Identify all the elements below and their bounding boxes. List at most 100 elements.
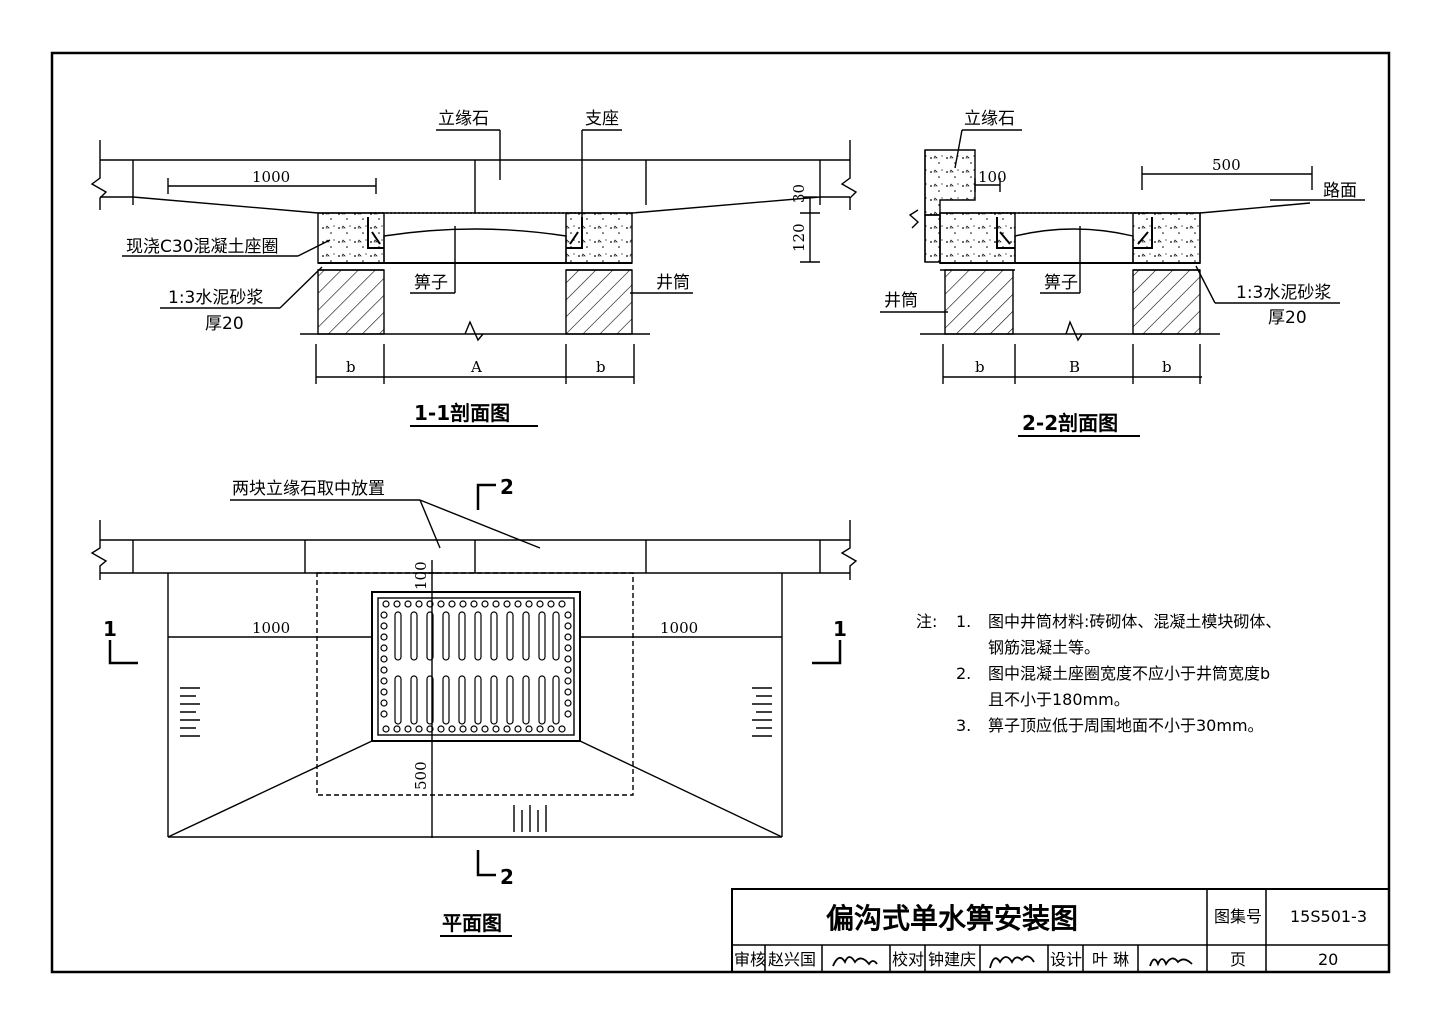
grate-hole [564,666,572,674]
grate-slot [538,611,546,661]
dim-b-left-1: b [346,358,356,376]
atlas-label: 图集号 [1214,907,1262,926]
design-name: 叶 琳 [1092,950,1129,969]
grate-slot [410,611,418,661]
design-label: 设计 [1050,950,1082,969]
dim-1000-plan-left: 1000 [252,619,290,637]
signature-design [1149,957,1193,967]
dim-b-right-2: b [1162,358,1172,376]
grate-hole [564,699,572,707]
signature-check [989,955,1035,969]
note-3-line-1: 箅子顶应低于周围地面不小于30mm。 [988,716,1264,735]
review-name: 赵兴国 [768,950,816,969]
check-label: 校对 [892,950,924,969]
sheet-border [50,51,1391,974]
label-mortar-thickness-2: 厚20 [1268,308,1307,328]
title-section-1-1: 1-1剖面图 [414,401,510,425]
grate-hole [492,725,500,733]
grate-slot [426,675,434,725]
note-2-num: 2. [956,664,971,683]
grate-hole [459,600,467,608]
grate-hole [380,611,388,619]
label-mortar-2: 1:3水泥砂浆 [1236,283,1331,303]
grate-hole [503,600,511,608]
grate-hole [380,677,388,685]
grate-slot [426,611,434,661]
signature-review [832,956,878,967]
label-two-curbs: 两块立缘石取中放置 [232,479,385,499]
note-2-line-1: 图中混凝土座圈宽度不应小于井筒宽度b [988,664,1270,683]
grate-hole [564,622,572,630]
grate-hole [382,725,390,733]
dim-b-left-2: b [975,358,985,376]
plan-view [90,483,858,937]
section-2-2 [880,129,1365,437]
grate-hole [380,622,388,630]
label-curb-1: 立缘石 [438,109,489,129]
note-1-line-2: 钢筋混凝土等。 [988,638,1100,657]
grate-hole [380,633,388,641]
label-grate-1: 箅子 [414,273,448,293]
grate-slot [442,675,450,725]
grate-slot [490,611,498,661]
cut-label-2-bottom: 2 [500,865,514,889]
title-block-text: 偏沟式单水箅安装图 图集号 15S501-3 审核 赵兴国 校对 钟建庆 设计 … [734,902,1367,969]
cut-label-1-left: 1 [103,617,117,641]
note-2-line-2: 且不小于180mm。 [988,690,1130,709]
grate-hole [404,725,412,733]
grate-hole [558,725,566,733]
label-concrete-ring: 现浇C30混凝土座圈 [126,237,279,257]
grate-hole [514,725,522,733]
note-3-num: 3. [956,716,971,735]
grate-slot [552,675,560,725]
dim-1000-sec1: 1000 [252,168,290,186]
grate-slot [458,675,466,725]
grate-hole [492,600,500,608]
grate-slot [410,675,418,725]
grate-slot [458,611,466,661]
grate-hole [426,725,434,733]
dim-1000-plan-right: 1000 [660,619,698,637]
grate-hole [525,600,533,608]
grate-slot [506,675,514,725]
review-label: 审核 [734,950,766,969]
grate-hole [558,600,566,608]
plan-view-text: 两块立缘石取中放置 2 2 1 1 1000 1000 100 500 平面图 [103,475,847,935]
dim-B: B [1069,358,1080,376]
dim-30: 30 [790,184,808,203]
grate-hole [470,600,478,608]
section-1-1-text: 立缘石 支座 1000 30 120 现浇C30混凝土座圈 1:3水泥砂浆 厚2… [126,109,808,425]
label-curb-2: 立缘石 [964,109,1015,129]
grate-hole [448,725,456,733]
grate-hole [393,725,401,733]
grate-pattern [380,600,572,733]
grate-hole [564,633,572,641]
label-road: 路面 [1323,181,1357,201]
page-label: 页 [1230,950,1246,969]
grate-hole [547,725,555,733]
grate-hole [536,725,544,733]
label-support: 支座 [585,109,619,129]
grate-hole [393,600,401,608]
grate-hole [448,600,456,608]
grate-slot [474,675,482,725]
grate-hole [564,611,572,619]
title-section-2-2: 2-2剖面图 [1022,411,1118,435]
cut-label-1-right: 1 [833,617,847,641]
dim-A: A [470,358,482,376]
grate-hole [380,644,388,652]
label-shaft-2: 井筒 [884,291,918,311]
grate-hole [380,688,388,696]
grate-hole [481,725,489,733]
grate-hole [380,699,388,707]
notes-lead: 注: [916,612,937,631]
grate-hole [514,600,522,608]
title-plan: 平面图 [442,911,502,935]
grate-hole [382,600,390,608]
grate-hole [380,655,388,663]
grate-hole [437,725,445,733]
grate-hole [564,655,572,663]
dim-100-plan: 100 [412,561,430,590]
grate-slot [522,675,530,725]
